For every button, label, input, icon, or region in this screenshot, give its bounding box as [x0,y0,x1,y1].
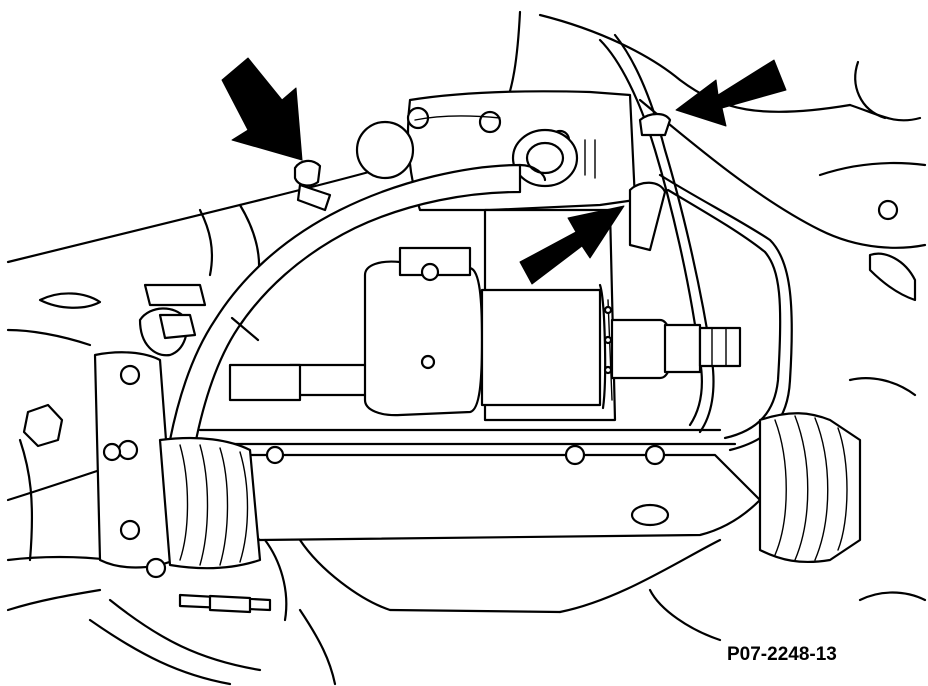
fuel-lines [172,33,793,457]
callout-arrow-left-clamp [221,57,303,161]
left-hardware [22,403,722,686]
fuel-pump [228,208,742,422]
frame-rail [203,444,762,614]
callout-arrow-right-clamp [519,205,625,285]
right-bellows [758,412,862,564]
callout-arrows [221,57,787,285]
left-flange [93,283,262,579]
right-hardware [848,199,927,602]
callout-arrow-top-right-clamp [675,59,787,127]
figure-code-label: P07-2248-13 [727,644,837,665]
mounting-bracket [355,90,637,212]
hose-clamps [293,112,672,252]
